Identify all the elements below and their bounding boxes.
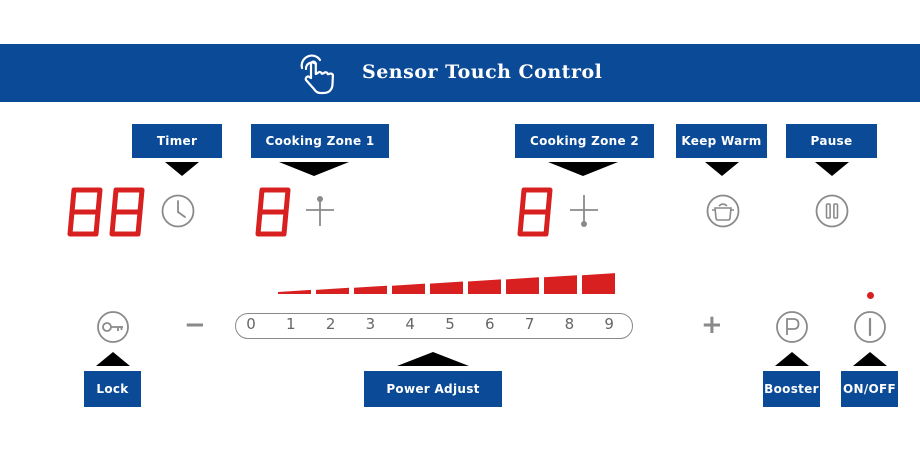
power-level-5[interactable]: 5 [445,315,455,333]
power-icon[interactable] [853,310,887,344]
power-level-bar [354,285,387,294]
cooking-zone-2-label: Cooking Zone 2 [515,124,654,158]
power-level-bar [468,279,501,294]
power-indicator-led [867,292,874,299]
pause-icon[interactable] [814,193,850,229]
power-level-bars [278,273,615,294]
power-level-bar [430,281,463,294]
power-level-bar [506,277,539,294]
timer-pointer [165,162,199,176]
power-decrease-button[interactable]: − [184,310,206,340]
keep-warm-label: Keep Warm [676,124,767,158]
pause-label: Pause [786,124,877,158]
cooking-zone-2-pointer [548,162,618,176]
cooking-zone-1-display [255,187,291,237]
zone-1-cross-icon[interactable] [304,194,336,228]
booster-pointer [775,352,809,366]
keep-warm-pointer [705,162,739,176]
power-increase-button[interactable]: + [701,310,723,340]
pot-icon[interactable] [705,193,741,229]
power-level-8[interactable]: 8 [564,315,575,333]
power-level-9[interactable]: 9 [604,315,614,333]
power-slider[interactable] [235,313,633,339]
power-level-6[interactable]: 6 [485,315,495,333]
power-level-bar [544,275,577,294]
timer-label: Timer [132,124,222,158]
power-level-4[interactable]: 4 [405,315,415,333]
power-level-bar [316,287,349,294]
booster-label: Booster [763,371,820,407]
power-adjust-pointer [397,352,469,366]
power-level-7[interactable]: 7 [524,315,535,333]
power-level-bar [278,289,311,294]
page-title: Sensor Touch Control [362,61,603,83]
power-level-bar [392,283,425,294]
cooking-zone-1-label: Cooking Zone 1 [251,124,389,158]
clock-icon[interactable] [160,193,196,229]
booster-p-icon[interactable] [775,310,809,344]
header-banner [0,44,920,102]
lock-label: Lock [84,371,141,407]
power-adjust-label: Power Adjust [364,371,502,407]
on-off-label: ON/OFF [841,371,898,407]
pause-pointer [815,162,849,176]
power-level-0[interactable]: 0 [246,315,256,333]
power-level-1[interactable]: 1 [286,315,296,333]
lock-pointer [96,352,130,366]
power-level-3[interactable]: 3 [365,315,376,333]
power-level-2[interactable]: 2 [325,315,336,333]
power-level-bar [582,273,615,294]
timer-display [67,187,145,237]
on-off-pointer [853,352,887,366]
key-icon[interactable] [96,310,130,344]
touch-hand-icon [300,54,334,95]
cooking-zone-2-display [517,187,553,237]
cooking-zone-1-pointer [279,162,349,176]
zone-2-cross-icon[interactable] [568,193,600,229]
timer-digits [67,187,145,237]
